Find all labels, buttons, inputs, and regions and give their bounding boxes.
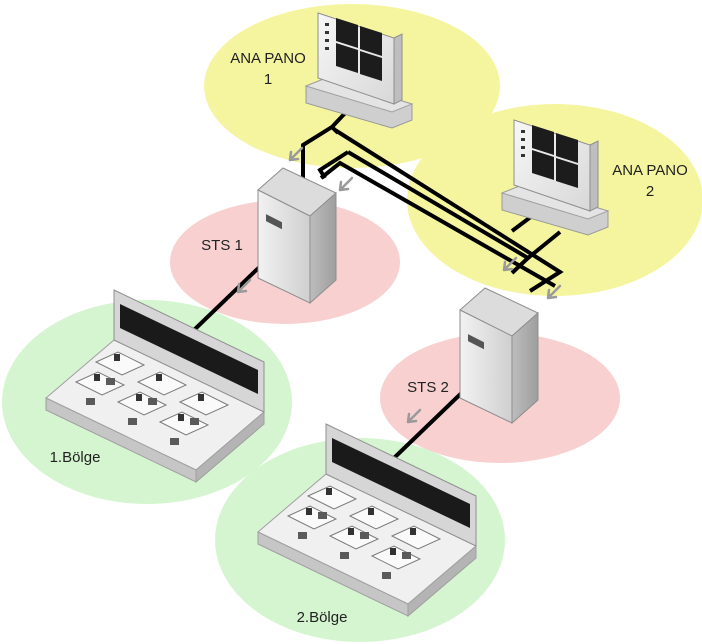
sts-cabinet-2-side — [511, 311, 539, 425]
chair — [340, 552, 349, 559]
monitor — [198, 394, 204, 401]
desk — [178, 391, 230, 416]
sts-cabinet-2 — [459, 287, 539, 425]
desk — [94, 351, 146, 376]
monitor — [368, 508, 374, 515]
main-panel-2-screen-b — [556, 133, 578, 163]
chair — [86, 398, 95, 405]
main-panel-1 — [304, 12, 414, 129]
desk — [136, 371, 188, 396]
chair — [190, 418, 199, 425]
desk — [348, 505, 400, 530]
classroom-region-2 — [257, 423, 477, 618]
classroom-2-floor-edge-side — [407, 544, 477, 618]
arrow-icon — [546, 284, 562, 300]
main-panel-1-side — [393, 33, 403, 105]
region2-label: 2.Bölge — [297, 609, 348, 626]
monitor — [136, 394, 142, 401]
monitor — [94, 374, 100, 381]
flow-arrows — [236, 146, 562, 424]
sts2-label: STS 2 — [407, 379, 449, 396]
arrow-icon — [288, 146, 304, 162]
main-panel-2-led — [521, 154, 525, 157]
monitor — [348, 528, 354, 535]
arrow-icon — [236, 278, 252, 294]
classroom-1-monitors — [94, 354, 204, 421]
main-panel-2-led — [521, 146, 525, 149]
arrow-icon — [406, 408, 422, 424]
classroom-region-1 — [45, 289, 265, 484]
main-panel-2-leds — [521, 130, 525, 157]
sts-cabinet-1-display — [266, 214, 282, 230]
main-panel-1-screen-d — [360, 51, 382, 81]
chair — [318, 512, 327, 519]
desk — [158, 411, 210, 436]
main-panel-1-led — [325, 31, 329, 34]
chair — [170, 438, 179, 445]
monitor — [306, 508, 312, 515]
main-panel-1-base-top — [304, 77, 414, 113]
main-panel-2-screen-c — [532, 150, 554, 180]
chair — [360, 532, 369, 539]
desk — [74, 371, 126, 396]
monitor — [156, 374, 162, 381]
desk — [370, 545, 422, 570]
main-panel-2-screen-a — [532, 125, 554, 155]
main-panel-1-screen-c — [336, 43, 358, 73]
cable-p1-sts1-b — [330, 125, 564, 293]
main-panel-2-side — [589, 140, 599, 212]
cable-p2-branch-2 — [526, 230, 562, 260]
classroom-2-chairs — [298, 512, 411, 579]
chair — [128, 418, 137, 425]
classroom-1-chairs — [86, 378, 199, 445]
desk — [306, 485, 358, 510]
main-panel-2-led — [521, 138, 525, 141]
cable-p2-sts1 — [319, 160, 556, 288]
main-panel-1-screen-a — [336, 18, 358, 48]
monitor — [326, 488, 332, 495]
sts1-label: STS 1 — [201, 237, 243, 254]
chair — [402, 552, 411, 559]
chair — [382, 572, 391, 579]
sts-cabinet-1-side — [309, 191, 337, 305]
panel2-label-line2: 2 — [646, 183, 654, 200]
cable-p1-sts1-a — [301, 108, 350, 180]
monitor — [178, 414, 184, 421]
monitor — [114, 354, 120, 361]
arrow-icon — [502, 256, 518, 272]
classroom-2-board — [332, 438, 470, 528]
sts-cabinet-1 — [257, 167, 337, 305]
main-panel-2-led — [521, 130, 525, 133]
monitor — [390, 548, 396, 555]
desk — [328, 525, 380, 550]
panel2-label-line1: ANA PANO — [612, 162, 688, 179]
main-panel-1-led — [325, 39, 329, 42]
region1-label: 1.Bölge — [50, 449, 101, 466]
classroom-2-monitors — [306, 488, 416, 555]
chair — [298, 532, 307, 539]
classroom-1-floor-edge-side — [195, 410, 265, 484]
main-panel-1-led — [325, 23, 329, 26]
main-panel-1-screen-b — [360, 26, 382, 56]
sts-cabinet-2-display — [468, 334, 484, 350]
main-panel-1-led — [325, 47, 329, 50]
desk — [390, 525, 442, 550]
arrow-icon — [338, 176, 354, 192]
panel1-label-line1: ANA PANO — [230, 50, 306, 67]
main-panel-2-base-top — [500, 184, 610, 220]
desk — [116, 391, 168, 416]
monitor — [410, 528, 416, 535]
main-panel-2 — [500, 119, 610, 236]
main-panel-2-screen-d — [556, 158, 578, 188]
desk — [286, 505, 338, 530]
main-panel-1-leds — [325, 23, 329, 50]
classroom-1-desks — [74, 351, 230, 436]
classroom-1-board — [120, 304, 258, 394]
chair — [148, 398, 157, 405]
panel1-label-line2: 1 — [264, 71, 272, 88]
chair — [106, 378, 115, 385]
classroom-2-desks — [286, 485, 442, 570]
